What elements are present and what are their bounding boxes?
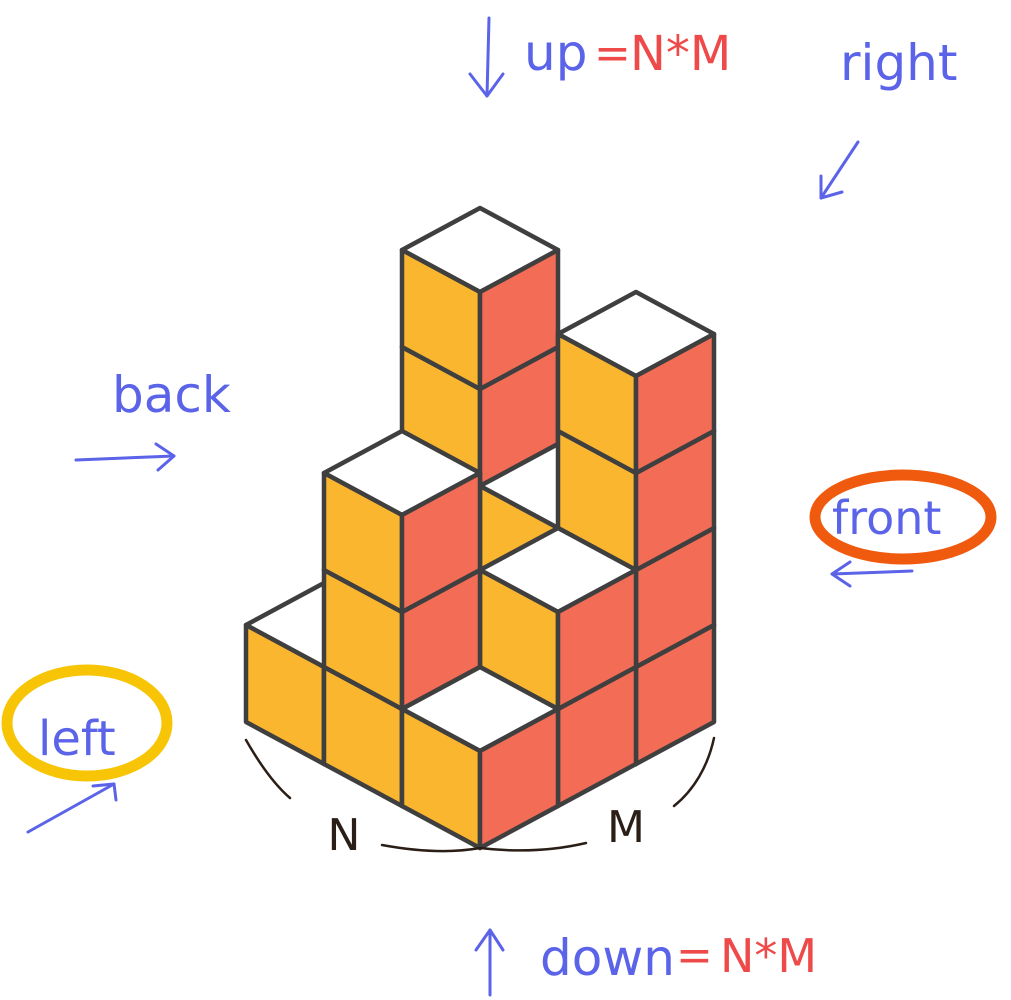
down-equals: =: [676, 930, 713, 981]
back-label: back: [112, 366, 231, 424]
m-dimension-label: M: [607, 802, 645, 853]
cube-right-face: [477, 247, 561, 392]
back-arrow-icon: [74, 442, 176, 472]
front-label: front: [832, 491, 941, 545]
up-equals: =: [594, 28, 631, 79]
right-label: right: [840, 34, 957, 92]
cube-right-face: [633, 331, 717, 476]
right-arrow-icon: [819, 140, 860, 200]
down-label: down: [540, 929, 675, 987]
front-highlight-ring: [809, 469, 997, 565]
left-arrow-icon: [26, 782, 118, 834]
left-label: left: [38, 711, 116, 767]
down-arrow-icon: [474, 928, 505, 997]
n-brace-left: [244, 738, 292, 800]
down-formula: N*M: [720, 929, 817, 983]
m-brace-right: [672, 736, 716, 808]
cube-right-face: [477, 706, 561, 851]
dimension-braces: [244, 736, 716, 853]
cube-right-face: [555, 567, 639, 712]
left-highlight-ring: [1, 664, 173, 782]
cube-right-face: [399, 470, 483, 615]
up-label: up: [524, 24, 587, 82]
n-brace-right: [380, 843, 482, 853]
cube-stack: [243, 205, 717, 851]
up-formula: N*M: [630, 26, 731, 82]
front-arrow-icon: [830, 560, 914, 588]
up-arrow-icon: [468, 16, 505, 98]
n-dimension-label: N: [328, 810, 361, 861]
m-brace-left: [478, 841, 588, 852]
